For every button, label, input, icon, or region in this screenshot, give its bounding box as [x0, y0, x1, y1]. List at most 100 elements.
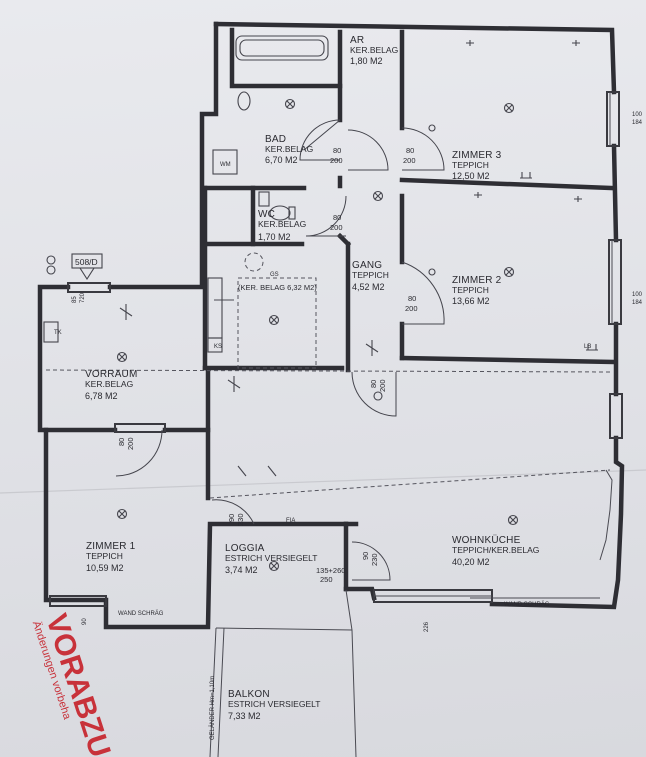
door-dim-width: 80 [406, 146, 414, 155]
radiator-icon [520, 172, 532, 179]
window-dim: 100 [632, 112, 643, 118]
room-surface: KER.BELAG [265, 144, 313, 154]
room-area: 13,66 M2 [452, 296, 490, 306]
socket-icon [119, 304, 133, 320]
door-dim-width: 80 [369, 380, 378, 388]
light-icon [116, 351, 128, 363]
radiator-icon [586, 344, 598, 351]
dbl-dim-90: 90 [82, 618, 88, 625]
door-dim-width: 80 [408, 294, 416, 303]
wand-schraeg-label: WAND SCHRÄG [118, 610, 164, 617]
switch-icon [574, 196, 582, 202]
switch-icon [428, 124, 436, 132]
room-zimmer1: ZIMMER 1 TEPPICH 10,59 M2 [86, 541, 136, 573]
ceiling-lights [116, 98, 519, 572]
room-vorraum: VORRAUM KER.BELAG 6,78 M2 [85, 369, 137, 401]
door-dimensions: 80 200 80 200 80 200 80 200 80 200 80 20… [117, 146, 418, 566]
tk-label: TK [54, 330, 62, 336]
gas-symbol-icon [244, 252, 264, 272]
toilet-icon [269, 205, 291, 221]
room-name: BAD [265, 134, 286, 145]
outer-walls [37, 21, 625, 630]
door-zimmer1 [115, 429, 163, 477]
door-dim-width: 90 [227, 514, 236, 522]
light-icon [268, 314, 280, 326]
storage-area-outline [237, 277, 317, 369]
room-wohnkueche: WOHNKÜCHE TEPPICH/KER.BELAG 40,20 M2 [452, 534, 539, 567]
room-area: 12,50 M2 [452, 171, 490, 181]
switch-icon [373, 391, 383, 401]
ks-label: KS [214, 344, 222, 350]
window-dim: 184 [632, 300, 643, 306]
room-wc: WC KER.BELAG 1,70 M2 [258, 209, 306, 242]
room-area: 3,74 M2 [225, 565, 258, 575]
unit-number: 508/D [75, 257, 98, 267]
switch-icon [466, 40, 474, 46]
paper-fold [0, 469, 646, 494]
dbl-dim-226: 226 [424, 621, 430, 632]
room-name: AR [350, 35, 364, 46]
socket-icon [227, 376, 241, 392]
wand-schraeg-label: WAND SCHRÄG [504, 601, 550, 608]
door-kitchen [351, 371, 397, 417]
room-area: 4,52 M2 [352, 282, 385, 292]
switches [119, 40, 598, 477]
opening-dimension: 135+260 [316, 566, 345, 575]
door-dim-width: 80 [333, 213, 341, 222]
room-zimmer2: ZIMMER 2 TEPPICH 13,66 M2 [452, 275, 502, 306]
room-surface: TEPPICH/KER.BELAG [452, 545, 539, 555]
socket-icon [237, 465, 277, 477]
switch-icon [428, 268, 436, 276]
door-bad [299, 119, 341, 161]
room-surface: KER.BELAG [258, 219, 306, 229]
door-wohnkueche [351, 541, 391, 581]
door-dim-height: 200 [378, 379, 387, 392]
room-surface: TEPPICH [452, 160, 489, 170]
door-dim-height: 200 [403, 156, 416, 165]
room-surface: ESTRICH VERSIEGELT [228, 699, 320, 709]
room-surface: KER.BELAG [85, 379, 133, 389]
door-loggia [211, 499, 255, 525]
socket-icon [46, 255, 56, 265]
door-dim-height: 230 [236, 513, 245, 526]
window-dim: 100 [632, 292, 643, 298]
wc-basin-icon [258, 191, 270, 207]
light-icon [503, 266, 515, 278]
light-icon [372, 190, 384, 202]
room-name: ZIMMER 1 [86, 541, 136, 552]
door-dim-height: 200 [330, 223, 343, 232]
light-icon [284, 98, 296, 110]
railing-label: GELÄNDER Hm=1,10m [209, 676, 216, 740]
storage-area-label: (KER. BELAG 6,32 M2) [238, 283, 317, 292]
room-bad: BAD KER.BELAG 6,70 M2 [265, 134, 313, 165]
room-surface: TEPPICH [86, 551, 123, 561]
switch-icon [474, 192, 482, 198]
room-ar: AR KER.BELAG 1,80 M2 [350, 35, 398, 66]
room-name: WC [258, 209, 275, 220]
door-zimmer2 [401, 261, 445, 325]
room-name: LOGGIA [225, 543, 265, 554]
door-wc [305, 195, 347, 237]
room-name: ZIMMER 3 [452, 150, 502, 161]
socket-icon [365, 340, 379, 356]
room-area: 6,70 M2 [265, 155, 298, 165]
light-icon [116, 508, 128, 520]
door-dim-width: 90 [361, 552, 370, 560]
window-dim: 184 [632, 120, 643, 126]
dbl-dim-85: 85 [72, 296, 78, 303]
gs-label: GS [270, 272, 279, 278]
lb-label: LB [584, 344, 591, 350]
room-name: BALKON [228, 689, 270, 700]
switch-icon [572, 40, 580, 46]
opening-height: 250 [320, 575, 333, 584]
door-ar [347, 129, 389, 171]
washbasin-icon [237, 91, 251, 111]
room-name: ZIMMER 2 [452, 275, 502, 286]
interior-walls [43, 27, 615, 592]
room-zimmer3: ZIMMER 3 TEPPICH 12,50 M2 [452, 150, 502, 181]
draft-stamp: VORABZU Änderungen vorbeha [30, 610, 117, 757]
room-surface: TEPPICH [352, 270, 389, 280]
fixtures [43, 35, 600, 599]
door-dim-width: 80 [333, 146, 341, 155]
